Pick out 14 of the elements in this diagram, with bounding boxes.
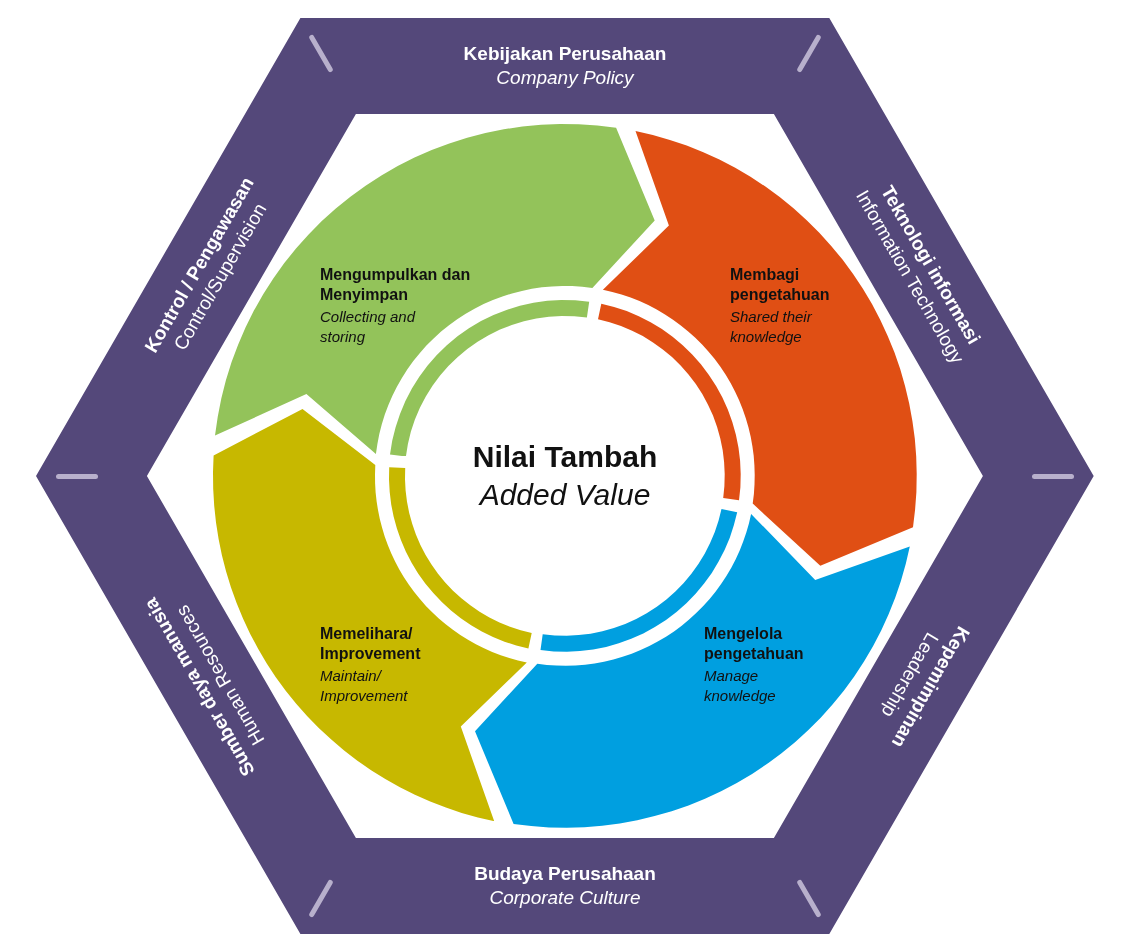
center-subtitle: Added Value (479, 477, 651, 513)
segment-heading: Membagi pengetahuan (729, 265, 831, 305)
segment-heading: Mengelola pengetahuan (704, 624, 805, 664)
segment-subtitle: Maintain/ Improvement (320, 666, 409, 706)
segment-heading: Memelihara/ Improvement (320, 624, 422, 664)
band-heading: Budaya Perusahaan (474, 862, 656, 886)
segment-subtitle: Shared their knowledge (729, 307, 813, 347)
segment-heading: Mengumpulkan dan Menyimpan (319, 265, 472, 305)
segment-subtitle: Collecting and storing (319, 307, 417, 347)
segment-subtitle: Manage knowledge (704, 666, 777, 706)
band-subtitle: Corporate Culture (489, 886, 641, 910)
band-subtitle: Company Policy (496, 66, 634, 90)
center-heading: Nilai Tambah (472, 439, 658, 475)
band-heading: Kebijakan Perusahaan (463, 42, 667, 66)
